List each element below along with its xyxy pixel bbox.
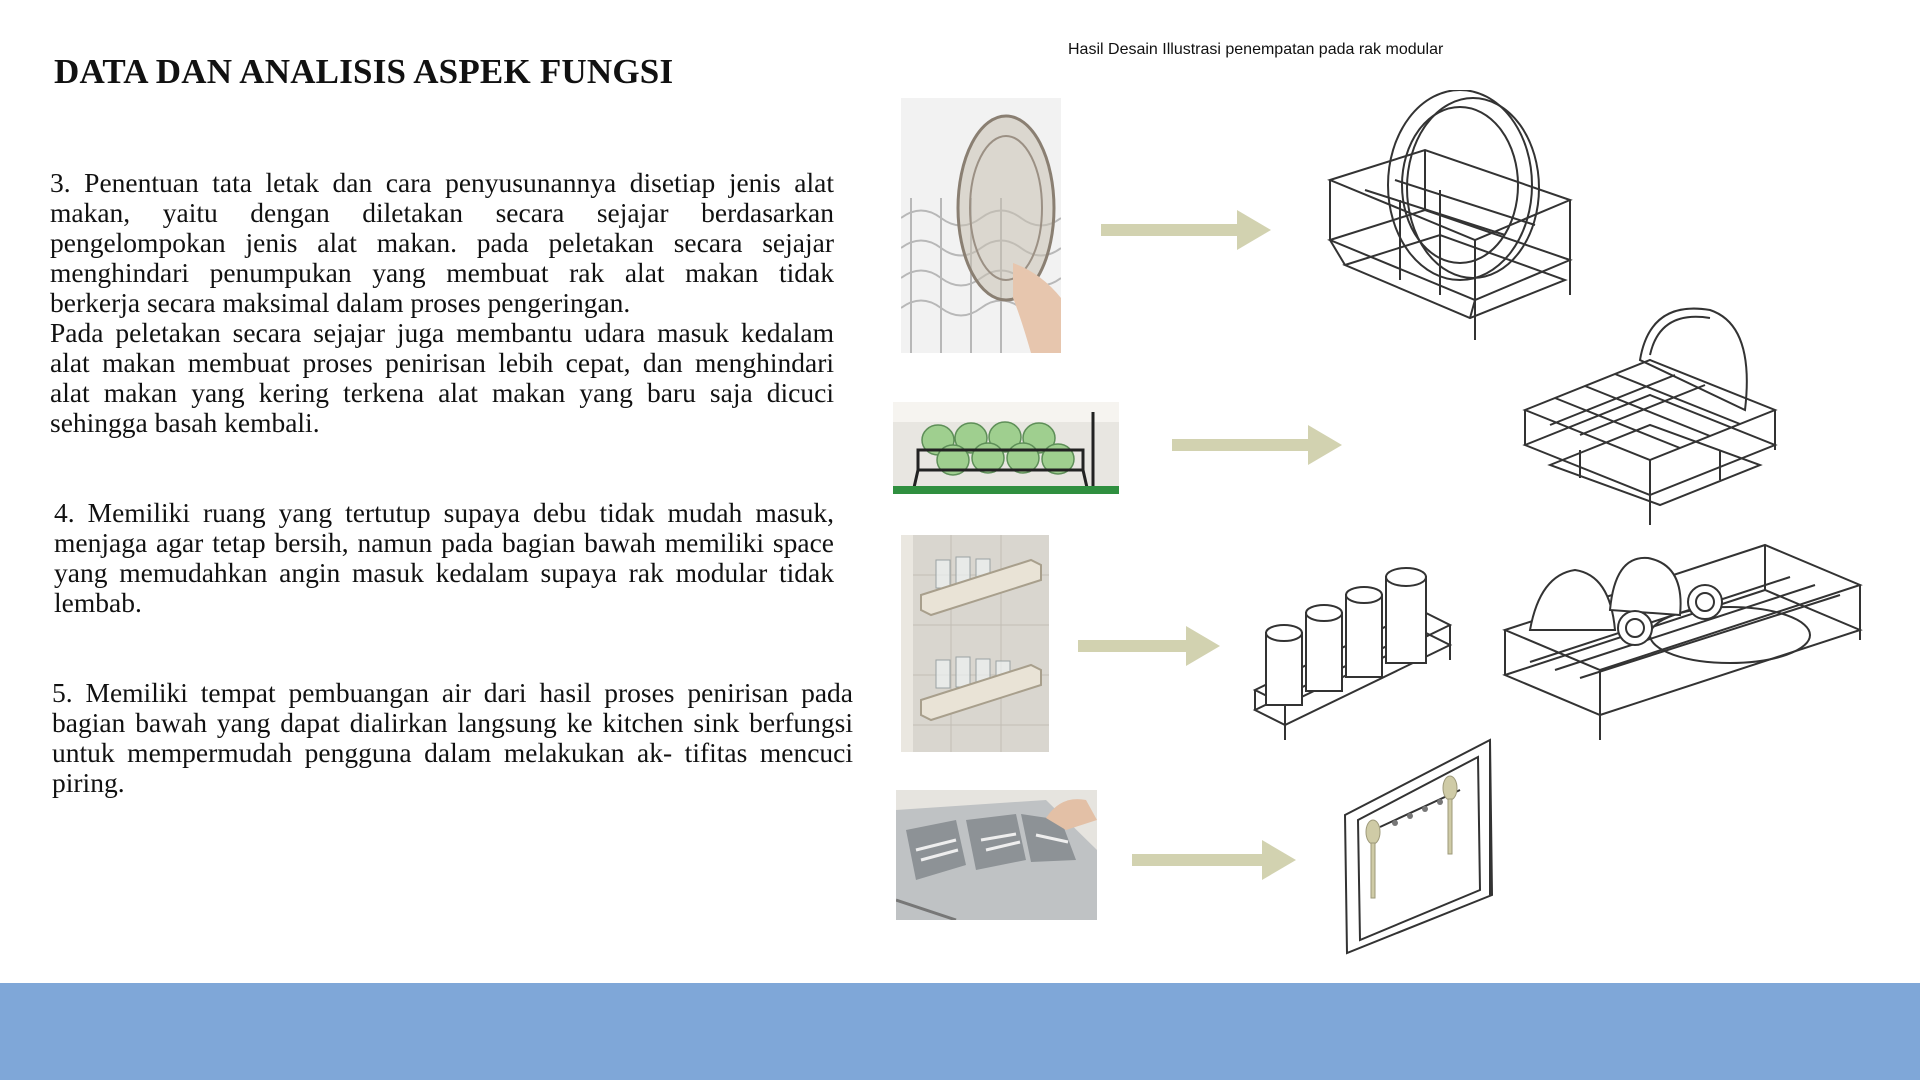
photo-bowl-rack <box>893 402 1119 494</box>
illustration-caption: Hasil Desain Illustrasi penempatan pada … <box>1068 41 1444 58</box>
photo-cutlery-organizer <box>896 790 1097 920</box>
point-3-paragraph-1: 3. Penentuan tata letak dan cara penyusu… <box>50 167 834 318</box>
photo-plate-rack <box>901 98 1061 353</box>
point-3-paragraph-2: Pada peletakan secara sejajar juga memba… <box>50 317 834 438</box>
footer-band <box>0 983 1920 1080</box>
sketch-plate-rack <box>1325 90 1575 350</box>
sketch-cutlery-board <box>1340 735 1500 955</box>
sketch-bowl-rack <box>1520 300 1780 530</box>
right-arrow-icon <box>1172 423 1342 467</box>
right-arrow-icon <box>1101 208 1271 252</box>
point-4-text: 4. Memiliki ruang yang tertutup supaya d… <box>54 497 834 618</box>
right-arrow-icon <box>1078 624 1220 668</box>
point-5-text: 5. Memiliki tempat pembuangan air dari h… <box>52 677 853 798</box>
sketch-cup-rack <box>1500 540 1870 745</box>
right-arrow-icon <box>1132 838 1296 882</box>
photo-glass-shelves <box>901 535 1049 752</box>
page-title: DATA DAN ANALISIS ASPEK FUNGSI <box>54 52 674 91</box>
point-3-text: 3. Penentuan tata letak dan cara penyusu… <box>50 168 834 438</box>
sketch-glass-holder <box>1250 565 1455 745</box>
